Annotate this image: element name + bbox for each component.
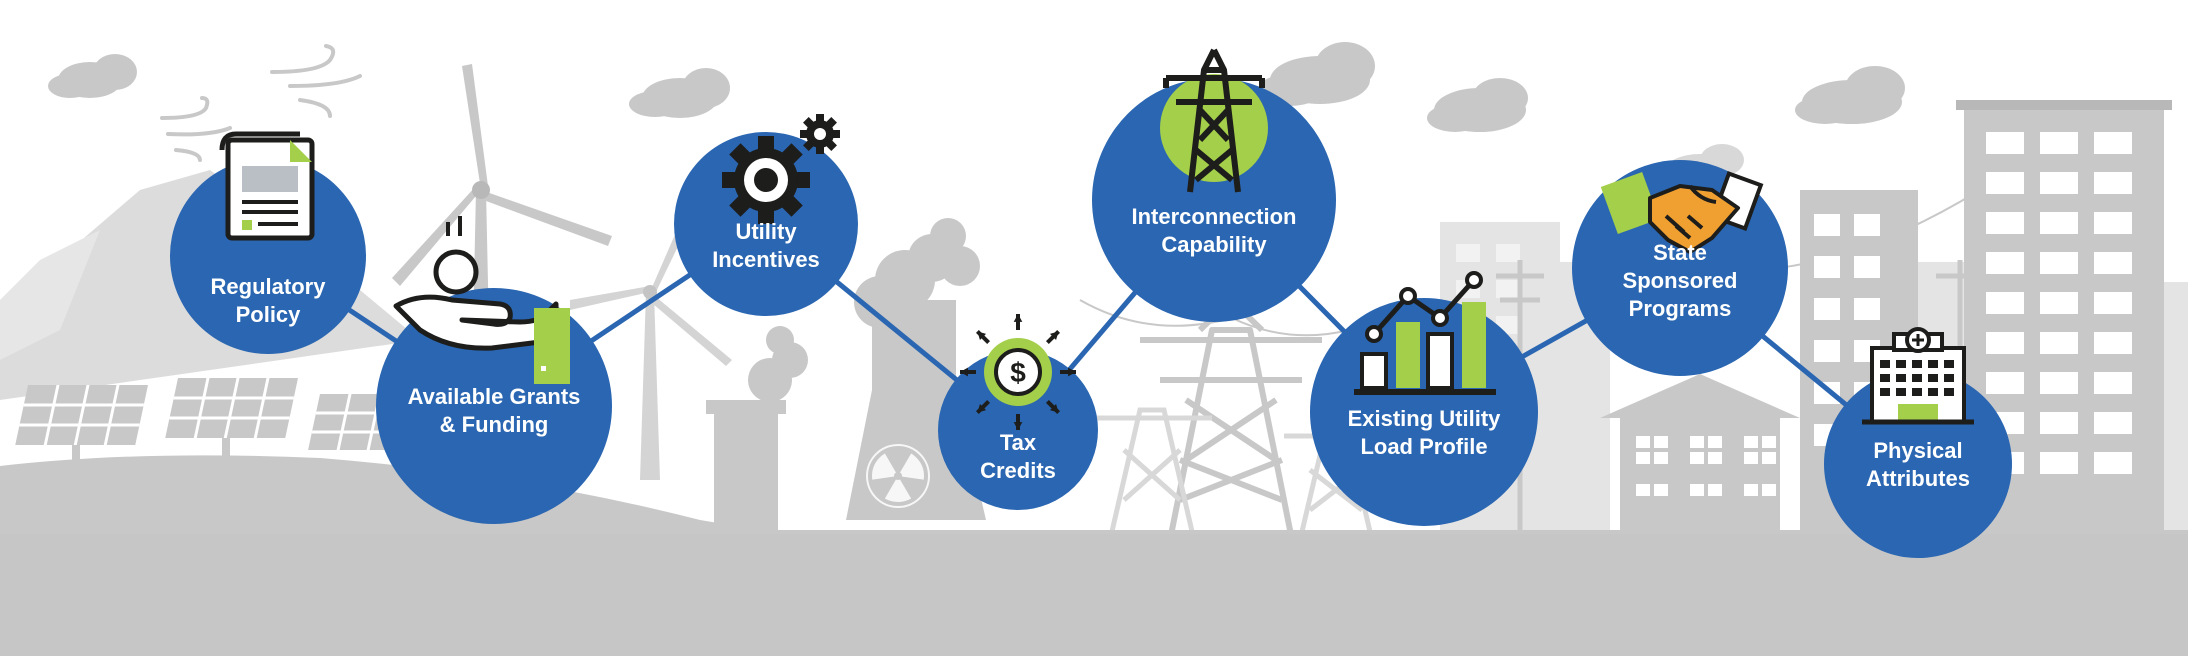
node-label-line: Credits xyxy=(980,458,1056,483)
node-label-line: Interconnection xyxy=(1131,204,1296,229)
house-icon xyxy=(1600,374,1800,548)
node-label-line: & Funding xyxy=(440,412,549,437)
node-label-line: Physical xyxy=(1873,438,1962,463)
power-pylon-icon xyxy=(1140,297,1322,541)
node-label-line: Incentives xyxy=(712,247,820,272)
handshake-icon xyxy=(1600,171,1764,254)
node-label-line: Load Profile xyxy=(1360,434,1487,459)
hand-coin-icon xyxy=(393,216,570,384)
dollar-arrows-icon: $ xyxy=(960,314,1076,430)
node-label-line: Programs xyxy=(1629,296,1732,321)
node-label-line: Sponsored xyxy=(1623,268,1738,293)
wind-gust-icon xyxy=(160,44,362,162)
mountain-silhouette-back xyxy=(0,230,100,360)
node-label-line: Existing Utility xyxy=(1348,406,1502,431)
wind-turbine-icon xyxy=(570,200,732,480)
node-label-line: Regulatory xyxy=(211,274,327,299)
bar-chart-icon xyxy=(1354,271,1496,395)
node-circle xyxy=(170,158,366,354)
cloud-icon xyxy=(48,54,137,98)
cloud-icon xyxy=(1795,66,1905,124)
node-circle xyxy=(1092,78,1336,322)
building-icon xyxy=(1862,327,1974,425)
solar-panel-icon xyxy=(15,378,410,475)
node-label-line: State xyxy=(1653,240,1707,265)
ground-base xyxy=(0,534,2188,656)
cloud-icon xyxy=(629,68,730,118)
nuclear-symbol-icon xyxy=(866,444,930,508)
node-label-line: Utility xyxy=(735,219,797,244)
document-icon xyxy=(219,131,315,241)
node-label-line: Capability xyxy=(1161,232,1267,257)
node-label-line: Tax xyxy=(1000,430,1037,455)
cloud-icon xyxy=(1427,78,1528,132)
svg-text:$: $ xyxy=(1010,357,1026,388)
transmission-tower-icon xyxy=(1160,48,1268,193)
node-available-grants-funding: Available Grants & Funding xyxy=(376,216,612,524)
node-label-line: Attributes xyxy=(1866,466,1970,491)
node-label-line: Policy xyxy=(236,302,302,327)
gear-icon xyxy=(722,114,840,224)
background-landscape xyxy=(0,42,2188,656)
node-label-line: Available Grants xyxy=(408,384,581,409)
